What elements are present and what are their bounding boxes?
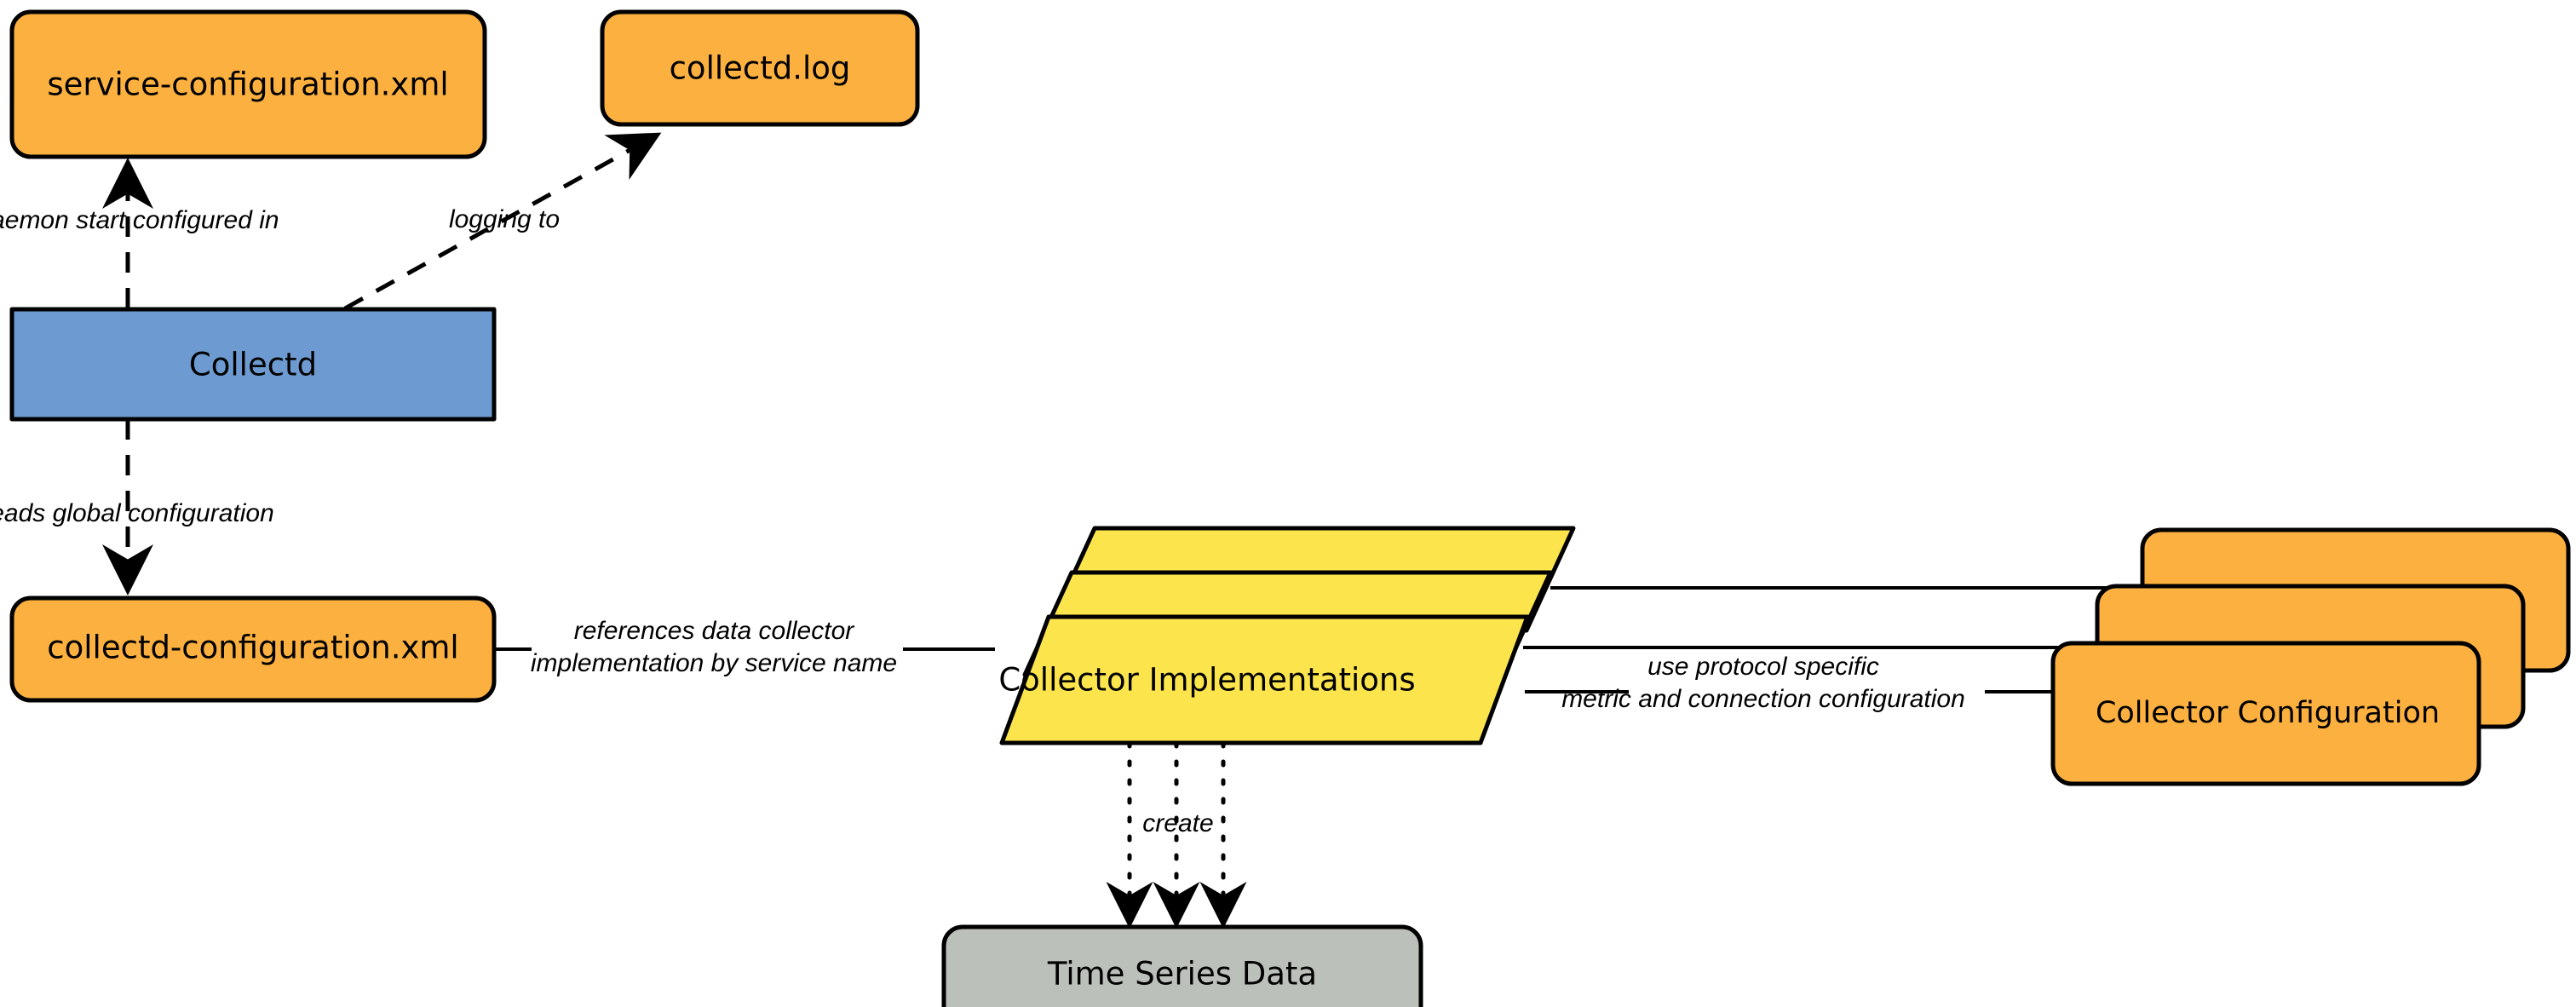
edge-logging-to-line — [343, 132, 662, 311]
node-collector-configuration[interactable]: Collector Configuration — [2050, 527, 2571, 786]
edge-reads-global-label: reads global configuration — [0, 499, 274, 527]
edge-use-protocol: use protocol specific metric and connect… — [1523, 586, 2142, 713]
edge-references-label-line1: references data collector — [574, 617, 855, 645]
node-collectd-configuration-xml[interactable]: collectd-configuration.xml — [9, 596, 497, 703]
edge-reads-global: reads global configuration — [0, 419, 274, 596]
node-collector-configuration-label: Collector Configuration — [2096, 696, 2440, 730]
node-collectd-configuration-xml-label: collectd-configuration.xml — [47, 630, 458, 666]
edge-logging-to: logging to — [343, 132, 662, 311]
node-collectd-label: Collectd — [189, 347, 317, 383]
node-collector-implementations-shape-front[interactable] — [999, 614, 1530, 745]
node-collectd-log-shape[interactable] — [600, 9, 920, 127]
node-collector-implementations[interactable]: Collector Implementations — [998, 526, 1576, 745]
node-collectd-shape[interactable] — [9, 307, 497, 422]
edge-daemon-start-label: daemon start configured in — [0, 206, 279, 234]
node-service-configuration-xml-shape[interactable] — [9, 9, 487, 159]
node-time-series-data[interactable]: Time Series Data — [941, 924, 1423, 1007]
edge-references-implementation: references data collector implementation… — [494, 617, 995, 677]
edge-use-protocol-label-line2: metric and connection configuration — [1561, 685, 1965, 713]
node-service-configuration-xml[interactable]: service-configuration.xml — [9, 9, 487, 159]
node-collectd[interactable]: Collectd — [9, 307, 497, 422]
node-collector-implementations-label: Collector Implementations — [998, 662, 1415, 699]
node-time-series-data-label: Time Series Data — [1047, 956, 1317, 993]
edge-create: create — [1106, 740, 1247, 929]
node-collectd-log-label: collectd.log — [670, 50, 851, 87]
edge-references-label-line2: implementation by service name — [531, 649, 897, 677]
edge-create-label: create — [1142, 809, 1213, 837]
node-time-series-data-shape[interactable] — [941, 924, 1423, 1007]
node-collector-configuration-shape-front[interactable] — [2050, 641, 2481, 786]
node-service-configuration-xml-label: service-configuration.xml — [47, 66, 448, 103]
edge-daemon-start: daemon start configured in — [0, 158, 279, 308]
edge-use-protocol-label-line1: use protocol specific — [1647, 653, 1879, 681]
edge-logging-to-label: logging to — [449, 205, 560, 233]
node-collectd-configuration-xml-shape[interactable] — [9, 596, 497, 703]
node-collectd-log[interactable]: collectd.log — [600, 9, 920, 127]
